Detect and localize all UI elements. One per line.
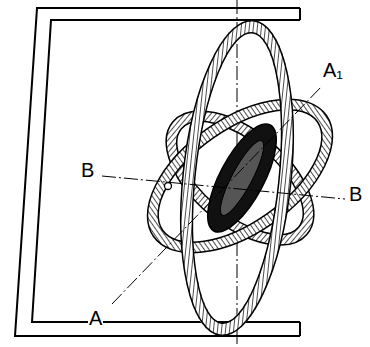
axis-b [102, 176, 345, 199]
frame [15, 8, 300, 336]
axis-label: B [348, 184, 363, 204]
axis-label: A [88, 308, 103, 328]
axis-label: B [80, 160, 95, 180]
axis-a [112, 86, 322, 304]
gimbal-rings [121, 15, 360, 341]
axis-label: A₁ [322, 60, 344, 80]
